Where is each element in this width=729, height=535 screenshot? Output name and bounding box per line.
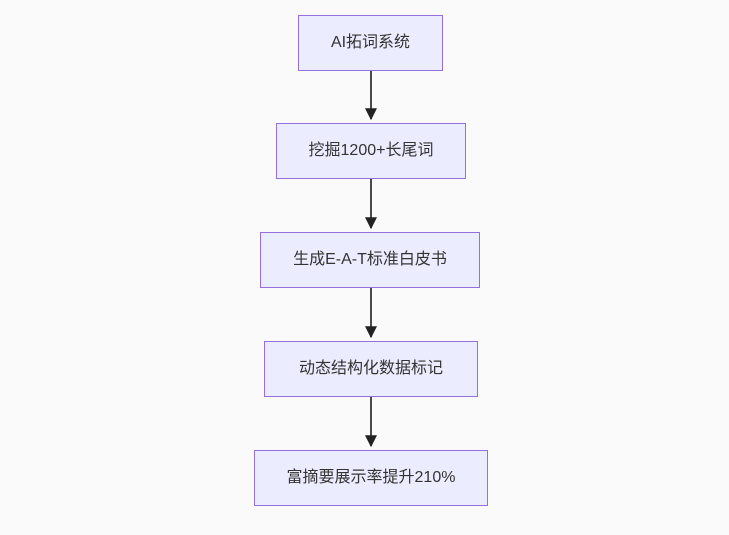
flow-node-ai-keyword-system: AI拓词系统 — [298, 15, 443, 71]
flow-node-label: AI拓词系统 — [330, 34, 411, 51]
flow-node-label: 富摘要展示率提升210% — [286, 469, 456, 486]
flow-node-eat-whitepaper: 生成E-A-T标准白皮书 — [260, 232, 480, 288]
flow-node-rich-snippet-result: 富摘要展示率提升210% — [254, 450, 488, 506]
flow-node-label: 动态结构化数据标记 — [298, 360, 443, 377]
flow-node-structured-data-markup: 动态结构化数据标记 — [264, 341, 478, 397]
flow-node-label: 挖掘1200+长尾词 — [308, 142, 434, 159]
flow-node-label: 生成E-A-T标准白皮书 — [293, 251, 447, 268]
flow-node-longtail-mining: 挖掘1200+长尾词 — [276, 123, 466, 179]
